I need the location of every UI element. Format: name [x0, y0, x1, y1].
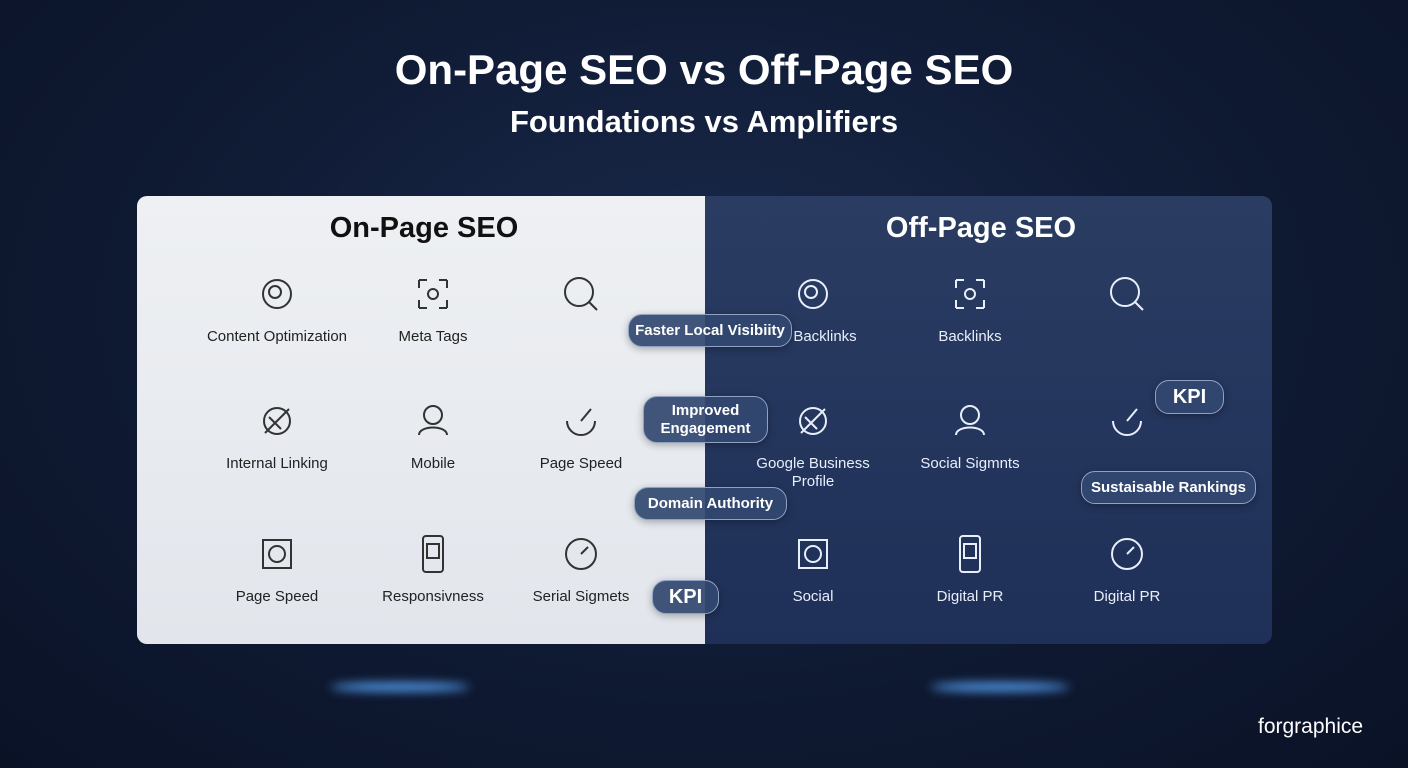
on-page-panel — [137, 196, 705, 644]
clock-icon — [1110, 277, 1144, 311]
subtitle: Foundations vs Amplifiers — [509, 104, 899, 139]
item-label: Backlinks — [793, 328, 857, 345]
pill-faster-local-visibility: Faster Local Visibiity — [628, 314, 792, 347]
item-label: Responsivness — [382, 588, 484, 605]
glow-left — [330, 683, 470, 691]
off-page-item: Google Business Profile — [738, 397, 888, 491]
mobile-icon — [418, 405, 448, 436]
chain-link-icon — [798, 279, 828, 309]
item-label: Meta Tags — [398, 328, 468, 345]
google-icon — [799, 407, 827, 435]
logo: forgraphice — [1258, 715, 1364, 738]
off-page-item: Digital PR — [895, 530, 1045, 606]
network-icon — [955, 279, 985, 309]
off-page-item — [1052, 397, 1202, 473]
main-title: On-Page SEO vs Off-Page SEO — [394, 46, 1014, 93]
link-icon — [263, 407, 291, 435]
on-page-item: Page Speed — [202, 530, 352, 606]
pill-sustainable-rankings: Sustaisable Rankings — [1081, 471, 1256, 504]
on-page-item: Serial Sigmets — [506, 530, 656, 606]
off-page-item: Digital PR — [1052, 530, 1202, 606]
item-label: Mobile — [410, 455, 456, 472]
on-page-item: Responsivness — [358, 530, 508, 606]
on-page-item: Meta Tags — [358, 270, 508, 346]
pill-improved-engagement: Improved Engagement — [643, 396, 768, 443]
off-page-item: Backlinks — [895, 270, 1045, 346]
on-page-heading: On-Page SEO — [329, 212, 519, 244]
item-label: Internal Linking — [226, 455, 328, 472]
on-page-item: Content Optimization — [202, 270, 352, 346]
off-page-item: Social Sigmnts — [895, 397, 1045, 473]
avatar-icon — [1111, 538, 1143, 570]
off-page-item — [1052, 270, 1202, 346]
person-icon — [1112, 408, 1142, 436]
meta-tags-icon — [418, 279, 448, 309]
off-page-item: Backlinks — [738, 270, 888, 346]
pill-domain-authority: Domain Authority — [634, 487, 787, 520]
item-label: Page Speed — [539, 455, 623, 472]
on-page-item: Internal Linking — [202, 397, 352, 473]
speed-icon — [566, 408, 596, 436]
user-icon — [798, 539, 828, 569]
item-label: Page Speed — [235, 588, 319, 605]
speed-frame-icon — [262, 539, 292, 569]
item-label: Social — [792, 588, 834, 605]
social-icon — [955, 405, 985, 436]
gauge-icon — [565, 538, 597, 570]
comparison-panel — [137, 196, 1272, 644]
item-label: Social Sigmnts — [920, 455, 1020, 472]
item-label: Digital PR — [936, 588, 1004, 605]
item-label: Content Optimization — [206, 328, 348, 345]
on-page-item: Mobile — [358, 397, 508, 473]
on-page-item: Page Speed — [506, 397, 656, 473]
on-page-item — [506, 270, 656, 346]
phone-icon — [422, 535, 444, 573]
pill-kpi-left: KPI — [652, 580, 719, 614]
location-icon — [959, 535, 981, 573]
off-page-item: Social — [738, 530, 888, 606]
item-label: Digital PR — [1093, 588, 1161, 605]
item-label: Backlinks — [938, 328, 1002, 345]
off-page-heading: Off-Page SEO — [885, 212, 1077, 244]
content-icon — [262, 279, 292, 309]
pill-kpi-right: KPI — [1155, 380, 1224, 414]
search-icon — [564, 277, 598, 311]
item-label: Google Business Profile — [756, 455, 870, 490]
item-label: Serial Sigmets — [532, 588, 630, 605]
glow-right — [930, 683, 1070, 691]
